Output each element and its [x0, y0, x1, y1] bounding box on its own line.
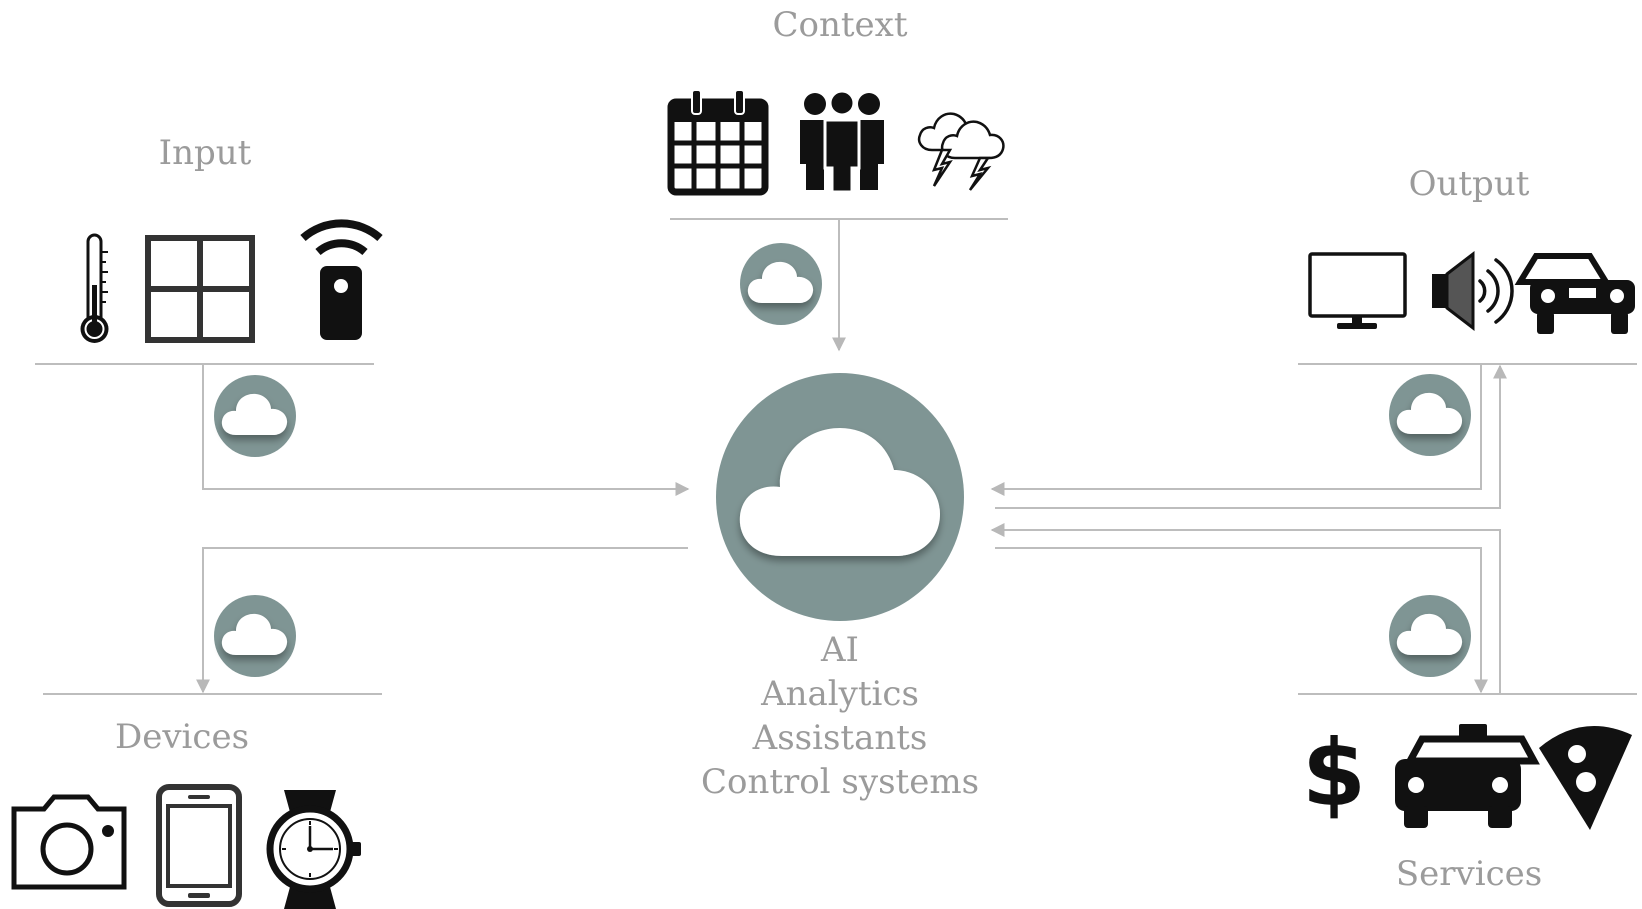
svg-text:$: $	[1302, 720, 1366, 827]
input-label: Input	[158, 133, 252, 173]
center-label-ai: AI	[821, 630, 859, 670]
connector-lines	[35, 218, 1637, 695]
center-label-analytics: Analytics	[761, 674, 919, 714]
services-to-cloud-arrow	[990, 523, 1501, 694]
output-cloud-badge	[1389, 374, 1471, 456]
services-cloud-badge	[1389, 595, 1471, 677]
services-icons: $	[1302, 720, 1632, 830]
output-icons	[1308, 250, 1635, 334]
center-label-assistants: Assistants	[752, 718, 928, 758]
devices-cloud-badge	[214, 595, 296, 677]
context-label: Context	[772, 5, 908, 45]
window-icon	[145, 235, 255, 343]
output-to-cloud-arrow	[990, 364, 1482, 496]
speaker-icon	[1432, 250, 1514, 332]
devices-icons	[11, 784, 361, 909]
thermometer-icon	[80, 233, 109, 343]
context-cloud-badge	[740, 243, 822, 325]
center-label-control-systems: Control systems	[700, 762, 980, 802]
output-label: Output	[1408, 164, 1530, 204]
pizza-icon	[1539, 726, 1632, 830]
services-label: Services	[1395, 854, 1543, 894]
cloud-to-output-arrow	[995, 364, 1507, 509]
car-icon	[1514, 253, 1635, 334]
remote-sensor-icon	[300, 219, 383, 340]
taxi-icon	[1395, 724, 1540, 828]
input-icons	[80, 219, 383, 343]
cloud-to-services-arrow	[995, 547, 1488, 694]
wristwatch-icon	[266, 790, 361, 909]
input-cloud-badge	[214, 375, 296, 457]
camera-icon	[11, 794, 127, 890]
cloud-icon	[739, 428, 940, 556]
center-labels: AI Analytics Assistants Control systems	[701, 628, 979, 804]
people-group-icon	[800, 89, 884, 194]
thunderstorm-icon	[917, 112, 1005, 191]
context-icons	[667, 89, 1005, 196]
cloud-badges	[214, 243, 1471, 677]
tablet-icon	[156, 784, 242, 907]
calendar-icon	[667, 89, 769, 196]
input-to-cloud-arrow	[202, 364, 690, 496]
monitor-icon	[1308, 252, 1407, 329]
dollar-icon: $	[1302, 720, 1366, 827]
central-cloud	[716, 373, 964, 621]
cloud-to-devices-arrow	[196, 547, 688, 694]
devices-label: Devices	[114, 717, 250, 757]
